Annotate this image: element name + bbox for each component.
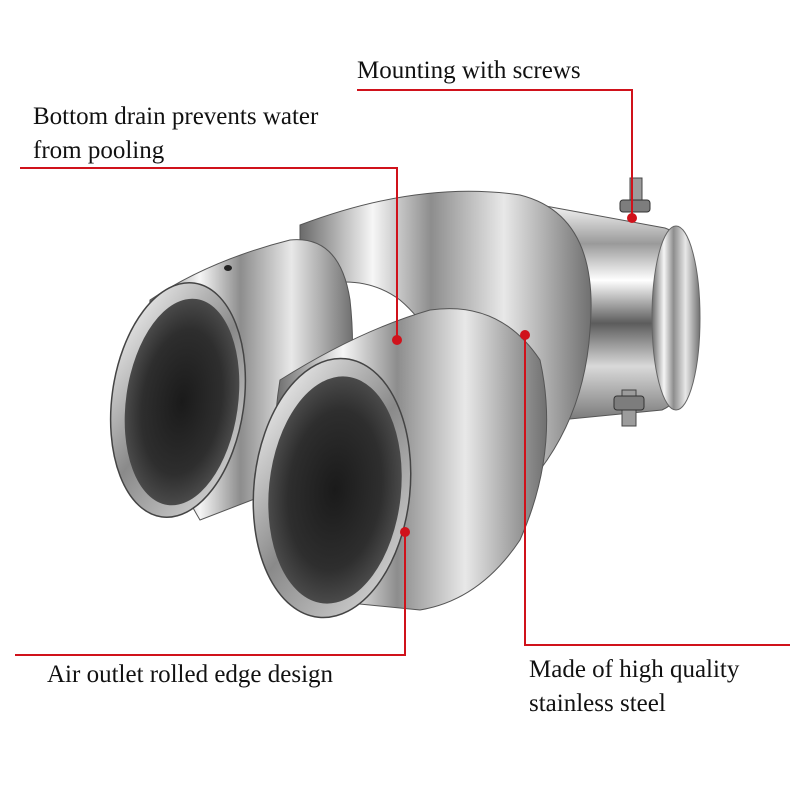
leader-line-screws [357,89,633,215]
marker-dot-drain [392,335,402,345]
callout-stainless-steel-line1: Made of high quality [529,656,740,683]
right-tube-bore [268,376,402,604]
callout-bottom-drain-line2: from pooling [33,137,165,164]
leader-line-drain [20,167,398,340]
callout-mounting-screws: Mounting with screws [357,56,581,86]
marker-dot-steel [520,330,530,340]
marker-dot-screws [627,213,637,223]
callout-stainless-steel-line2: stainless steel [529,690,666,717]
callout-bottom-drain-line1: Bottom drain prevents water [33,103,319,130]
left-tube-drain-hole [224,265,232,271]
callout-air-outlet: Air outlet rolled edge design [47,660,333,690]
callout-stainless-steel: Made of high quality stainless steel [529,653,739,721]
callout-bottom-drain: Bottom drain prevents water from pooling [33,100,318,168]
inlet-pipe-end [651,225,701,411]
left-tube-bore [124,298,240,506]
callout-mounting-screws-text: Mounting with screws [357,57,581,84]
leader-line-steel [524,335,790,646]
callout-air-outlet-text: Air outlet rolled edge design [47,661,334,688]
mounting-screw-top [619,177,651,213]
marker-dot-outlet [400,527,410,537]
mounting-screw-bottom [613,389,645,427]
leader-line-outlet [15,534,406,656]
